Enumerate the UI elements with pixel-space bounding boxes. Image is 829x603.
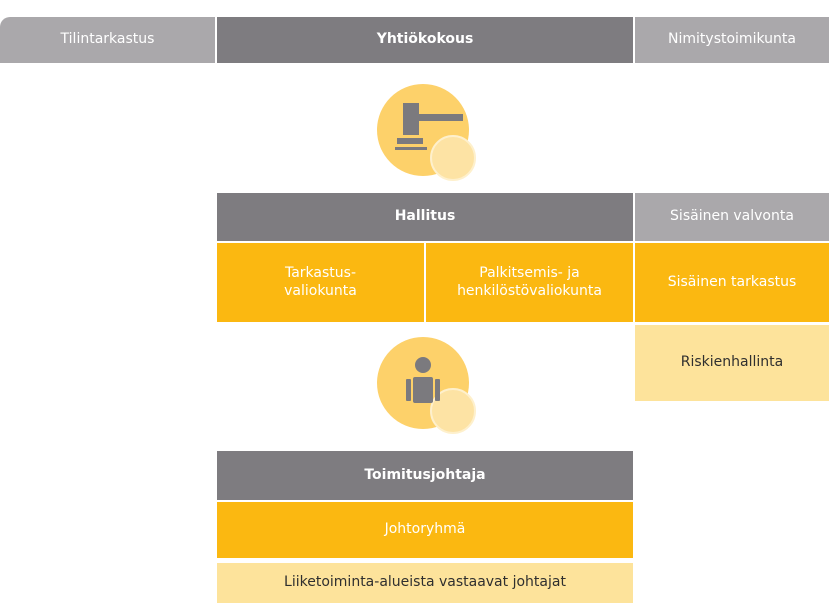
- person-icon: [377, 337, 476, 434]
- internal-control-label: Sisäinen valvonta: [670, 208, 794, 225]
- risk-management-label: Riskienhallinta: [680, 354, 784, 371]
- hr-committee-box: Palkitsemis- ja henkilöstövaliokunta: [426, 243, 633, 322]
- nomination-board-box: Nimitystoimikunta: [635, 17, 829, 63]
- hr-committee-line2: henkilöstövaliokunta: [457, 282, 602, 299]
- business-heads-label: Liiketoiminta-alueista vastaavat johtaja…: [284, 574, 566, 591]
- ceo-box: Toimitusjohtaja: [217, 451, 633, 500]
- general-meeting-label: Yhtiökokous: [376, 31, 474, 48]
- audit-committee-line2: valiokunta: [284, 282, 357, 299]
- board-label: Hallitus: [394, 208, 456, 225]
- gavel-badge: [372, 83, 482, 193]
- hr-committee-line1: Palkitsemis- ja: [479, 265, 580, 281]
- audit-committee-line1: Tarkastus-: [284, 265, 356, 281]
- nomination-board-label: Nimitystoimikunta: [668, 31, 796, 48]
- person-badge: [372, 337, 482, 447]
- gavel-icon: [377, 84, 476, 181]
- internal-audit-label: Sisäinen tarkastus: [667, 273, 797, 290]
- risk-management-box: Riskienhallinta: [635, 325, 829, 401]
- audit-label: Tilintarkastus: [60, 31, 155, 48]
- internal-control-box: Sisäinen valvonta: [635, 193, 829, 241]
- management-team-box: Johtoryhmä: [217, 502, 633, 558]
- board-box: Hallitus: [217, 193, 633, 241]
- business-heads-box: Liiketoiminta-alueista vastaavat johtaja…: [217, 563, 633, 603]
- internal-audit-box: Sisäinen tarkastus: [635, 243, 829, 322]
- audit-committee-box: Tarkastus- valiokunta: [217, 243, 424, 322]
- ceo-label: Toimitusjohtaja: [364, 466, 486, 483]
- audit-box: Tilintarkastus: [0, 17, 215, 63]
- general-meeting-box: Yhtiökokous: [217, 17, 633, 63]
- management-team-label: Johtoryhmä: [384, 521, 466, 538]
